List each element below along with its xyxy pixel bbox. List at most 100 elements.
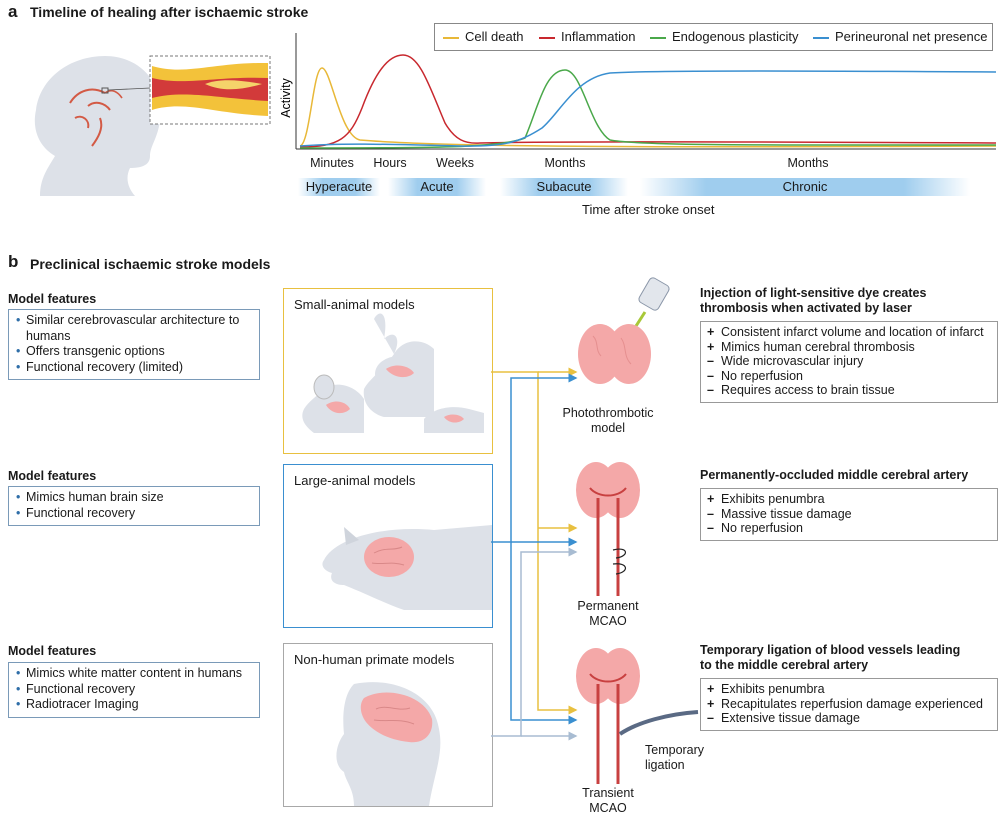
phase-chronic: Chronic (640, 178, 970, 196)
features-box-primate: Mimics white matter content in humans Fu… (8, 662, 260, 718)
outcome-item: –Massive tissue damage (701, 507, 997, 522)
caption-line: model (590, 421, 626, 435)
primate-illustration (336, 682, 441, 806)
outcome-title-line: Injection of light-sensitive dye creates (700, 286, 927, 300)
panel-a-letter: a (8, 2, 18, 21)
tick-hours: Hours (373, 156, 407, 170)
permanent-mcao-brain-illustration (576, 462, 640, 596)
legend-cell-death: Cell death (443, 29, 524, 44)
caption-line: MCAO (589, 614, 627, 628)
outcome-box-photothrombotic: + Consistent infarct volume and location … (700, 321, 998, 403)
legend-label: Endogenous plasticity (672, 29, 799, 44)
transient-mcao-brain-illustration (576, 648, 699, 784)
caption-line: MCAO (589, 801, 627, 815)
legend-label: Inflammation (561, 29, 636, 44)
outcome-sign: – (707, 368, 714, 383)
outcome-item: + Exhibits penumbra (701, 492, 997, 507)
outcome-sign: + (707, 682, 715, 696)
outcome-item: + Recapitulates reperfusion damage experi… (701, 697, 997, 712)
outcome-sign: + (707, 696, 715, 711)
model-connector-arrows (491, 367, 578, 741)
outcome-item: + Exhibits penumbra (701, 682, 997, 697)
legend-label: Perineuronal net presence (835, 29, 988, 44)
feature-item: Functional recovery (9, 506, 259, 522)
ligation-label-line: Temporary (645, 743, 705, 757)
outcome-title-line: to the middle cerebral artery (700, 658, 869, 672)
features-box-small: Similar cerebrovascular architecture to … (8, 309, 260, 380)
feature-item: Mimics human brain size (9, 490, 259, 506)
outcome-sign: + (707, 325, 715, 339)
outcome-sign: – (707, 521, 714, 535)
legend-perineuronal: Perineuronal net presence (813, 29, 988, 44)
pig-illustration (322, 525, 492, 610)
outcome-text: No reperfusion (721, 368, 803, 383)
legend-swatch-icon (539, 36, 555, 39)
small-animals-illustration (302, 313, 484, 433)
suture-icon (612, 548, 626, 575)
outcome-text: Wide microvascular injury (721, 354, 864, 368)
transient-mcao-caption: Transient MCAO (548, 786, 668, 816)
outcome-title-line: thrombosis when activated by laser (700, 301, 912, 315)
outcome-sign: – (707, 506, 714, 521)
panel-b-title: Preclinical ischaemic stroke models (30, 256, 271, 272)
caption-line: Permanent (577, 599, 639, 613)
legend-label: Cell death (465, 29, 524, 44)
series-perineuronal (299, 70, 997, 147)
feature-item: Mimics white matter content in humans (9, 666, 259, 682)
outcome-item: –No reperfusion (701, 369, 997, 384)
outcome-text: Consistent infarct volume and location o… (721, 325, 984, 339)
large-animal-models-label: Large-animal models (294, 473, 416, 488)
ligation-tube-icon (618, 710, 699, 736)
features-title-primate: Model features (8, 644, 97, 658)
outcome-sign: – (707, 383, 714, 397)
outcome-title-line: Temporary ligation of blood vessels lead… (700, 643, 961, 657)
outcome-box-permanent: + Exhibits penumbra –Massive tissue damag… (700, 488, 998, 541)
outcome-text: Mimics human cerebral thrombosis (721, 339, 915, 354)
outcome-text: Requires access to brain tissue (721, 383, 895, 397)
large-animal-models-box: Large-animal models (283, 464, 493, 628)
y-axis-label: Activity (280, 77, 293, 117)
zoom-region-marker (101, 87, 109, 94)
outcome-title-permanent: Permanently-occluded middle cerebral art… (700, 468, 968, 483)
head-illustration (34, 55, 271, 196)
outcome-text: Massive tissue damage (721, 506, 852, 521)
outcome-text: Exhibits penumbra (721, 682, 825, 696)
outcome-item: –Wide microvascular injury (701, 354, 997, 369)
series-inflammation (299, 54, 997, 148)
photothrombotic-caption: Photothrombotic model (548, 406, 668, 436)
phase-subacute: Subacute (500, 178, 628, 196)
outcome-item: –Requires access to brain tissue (701, 383, 997, 398)
features-title-small: Model features (8, 292, 97, 306)
ligation-label-line: ligation (645, 758, 685, 772)
chart-legend: Cell death Inflammation Endogenous plast… (434, 23, 993, 51)
outcome-sign: – (707, 354, 714, 368)
small-animal-models-label: Small-animal models (294, 297, 415, 312)
series-cell-death (299, 67, 997, 148)
photothrombotic-brain-illustration (578, 277, 670, 384)
series-plasticity (299, 69, 997, 149)
feature-item: Functional recovery (limited) (9, 360, 259, 376)
legend-swatch-icon (443, 36, 459, 39)
outcome-sign: + (707, 339, 715, 354)
phase-acute: Acute (388, 178, 486, 196)
features-title-large: Model features (8, 469, 97, 483)
tick-minutes: Minutes (310, 156, 354, 170)
legend-swatch-icon (813, 36, 829, 39)
outcome-text: No reperfusion (721, 521, 803, 535)
caption-line: Transient (582, 786, 634, 800)
outcome-sign: + (707, 492, 715, 506)
primate-models-box: Non-human primate models (283, 643, 493, 807)
outcome-item: + Consistent infarct volume and location … (701, 325, 997, 340)
phase-hyperacute: Hyperacute (298, 178, 380, 196)
small-animal-models-box: Small-animal models (283, 288, 493, 454)
caption-line: Photothrombotic (562, 406, 654, 420)
feature-item: Similar cerebrovascular architecture to … (9, 313, 259, 344)
outcome-text: Recapitulates reperfusion damage experie… (721, 696, 983, 711)
outcome-title-photothrombotic: Injection of light-sensitive dye creates… (700, 286, 926, 316)
outcome-title-transient: Temporary ligation of blood vessels lead… (700, 643, 960, 673)
laser-icon (638, 277, 670, 311)
outcome-text: Exhibits penumbra (721, 492, 825, 506)
x-axis-label: Time after stroke onset (582, 202, 715, 217)
feature-item: Offers transgenic options (9, 344, 259, 360)
legend-inflammation: Inflammation (539, 29, 635, 44)
